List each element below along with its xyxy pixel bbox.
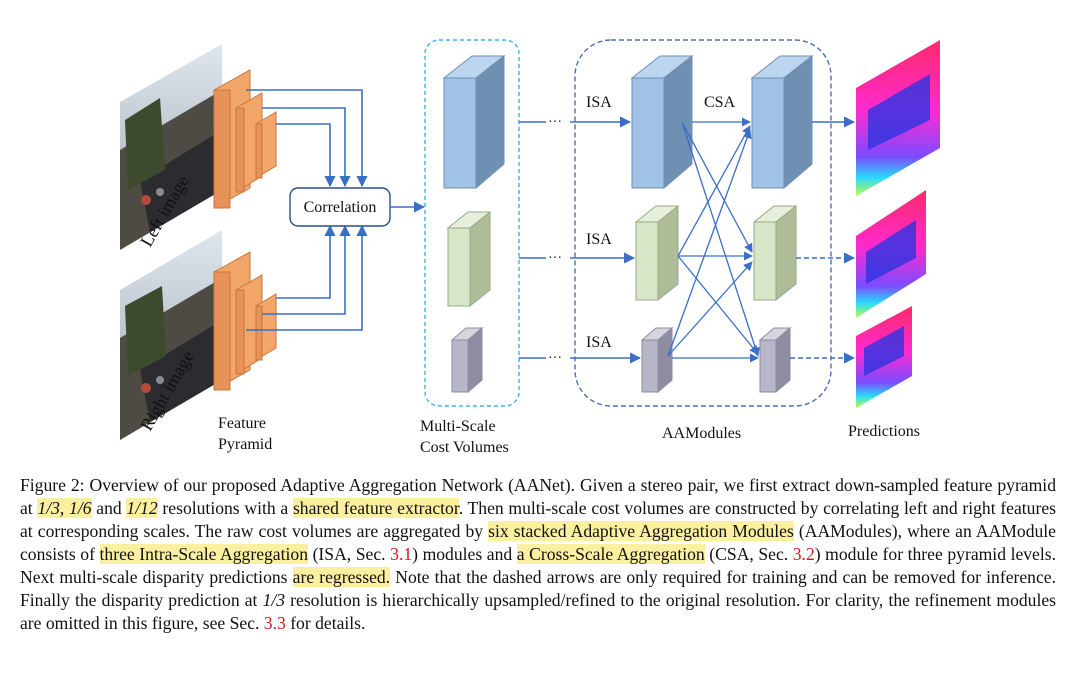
isa-label-middle: ISA [586, 231, 612, 248]
isa-label-bottom: ISA [586, 334, 612, 351]
caption-math-resolution-third: 1/3 [262, 590, 286, 610]
prediction-arrows [790, 116, 856, 364]
feature-pyramid-left [213, 69, 277, 209]
caption-highlight: shared feature extractor [292, 498, 459, 518]
caption-text: ) modules and [412, 544, 517, 564]
ellipsis-middle: ··· [548, 251, 562, 266]
caption-text: for details. [285, 613, 366, 633]
correlation-label: Correlation [304, 199, 377, 216]
predictions-label: Predictions [848, 423, 920, 440]
cost-to-aamodule-arrows [519, 116, 642, 364]
isa-volume-small [640, 326, 674, 394]
aamodules-box [574, 39, 832, 407]
cost-volume-large [442, 54, 506, 190]
left-image [120, 44, 222, 250]
cost-volume-small [450, 326, 484, 394]
caption-highlight: three Intra-Scale Aggregation [99, 544, 308, 564]
feature-to-correlation-arrows [246, 89, 368, 331]
feature-pyramid-right [213, 251, 277, 391]
caption-text: and [91, 498, 127, 518]
caption-highlight: six stacked Adaptive Aggregation Modules [488, 521, 794, 541]
caption-text: (CSA, Sec. [704, 544, 793, 564]
caption-highlight: a Cross-Scale Aggregation [516, 544, 705, 564]
caption-section-ref[interactable]: 3.3 [263, 613, 286, 633]
caption-text: Figure 2: Overview of our proposed Adapt… [20, 475, 1056, 518]
prediction-small [856, 306, 912, 408]
csa-volume-large [750, 54, 814, 190]
cross-scale-arrows [667, 117, 760, 363]
caption-text: resolution is hierarchically upsampled/r… [20, 590, 1057, 633]
caption-section-ref[interactable]: 3.1 [390, 544, 413, 564]
csa-label: CSA [704, 94, 736, 111]
caption-text: (AAModules), where an AAModule consists … [20, 521, 1056, 564]
figure-caption: Figure 2: Overview of our proposed Adapt… [20, 474, 1056, 635]
prediction-medium [856, 190, 926, 318]
aamodules-label: AAModules [662, 425, 741, 442]
feature-pyramid-label-line2: Pyramid [218, 436, 272, 453]
caption-section-ref[interactable]: 3.2 [792, 544, 815, 564]
feature-pyramid-label-line1: Feature [218, 415, 266, 432]
ellipsis-top: ··· [548, 115, 562, 130]
caption-text: ) module for three pyramid levels. Next … [20, 544, 1057, 587]
csa-volume-medium [752, 204, 798, 302]
caption-math-resolutions: 1/3, 1/6 [37, 498, 92, 518]
isa-volume-medium [634, 204, 680, 302]
caption-math-resolution-twelfth: 1/12 [126, 498, 158, 518]
caption-highlight: are regressed. [292, 567, 391, 587]
cost-volume-medium [446, 210, 492, 308]
caption-text: . Then multi-scale cost volumes are cons… [20, 498, 1056, 541]
isa-volume-large [630, 54, 694, 190]
cost-volumes-label-line1: Multi-Scale [420, 418, 496, 435]
ellipsis-bottom: ··· [548, 351, 562, 366]
csa-volume-small [758, 326, 792, 394]
aanet-overview-figure: Left image Right image Feature Pyramid C… [120, 39, 940, 456]
right-image [120, 230, 222, 440]
cost-volumes-label-line2: Cost Volumes [420, 439, 509, 456]
prediction-large [856, 40, 940, 196]
caption-text: (ISA, Sec. [308, 544, 391, 564]
isa-label-top: ISA [586, 94, 612, 111]
caption-text: Note that the dashed arrows are only req… [20, 567, 1056, 610]
caption-text: resolutions with a [157, 498, 293, 518]
